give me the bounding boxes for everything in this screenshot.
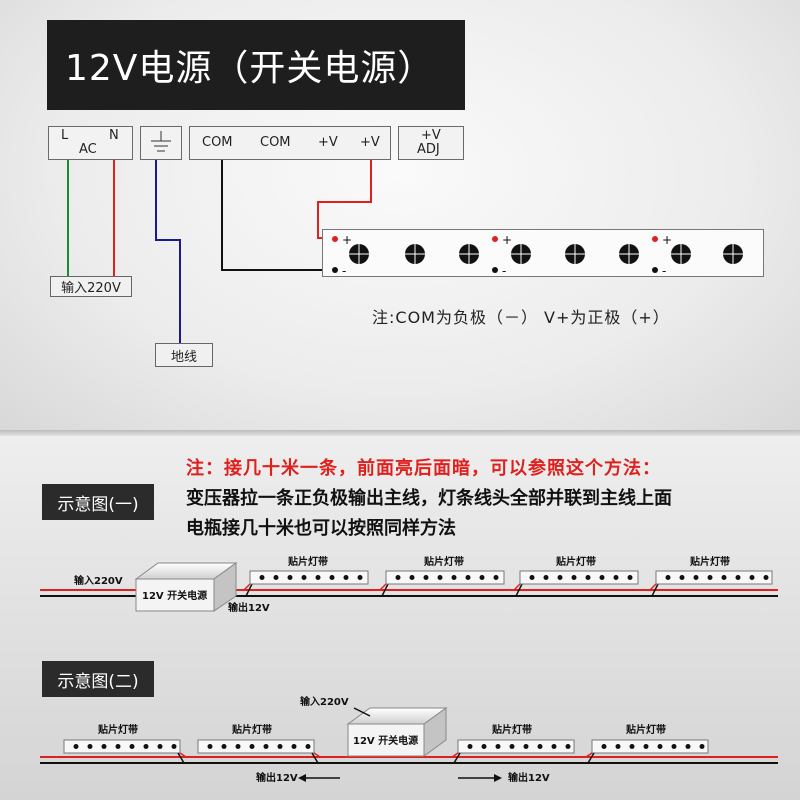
scheme2-output-left-label: 输出12V (256, 771, 298, 784)
scheme2-strip-4: 贴片灯带 (585, 723, 709, 764)
scheme1-psu: 12V 开关电源 (134, 562, 238, 612)
com-label-2: COM (260, 135, 291, 150)
led-strip-graphic: + - + - + - (332, 233, 743, 278)
minus-sign-2: - (502, 264, 506, 278)
scheme2-input-wire (353, 707, 371, 717)
led-chips (349, 244, 743, 264)
scheme1-strip-4: 贴片灯带 (649, 555, 773, 597)
scheme1-output-label: 输出12V (228, 601, 270, 614)
scheme1-strip-3: 贴片灯带 (513, 555, 639, 597)
ac-label: AC (79, 142, 97, 157)
strip-pads (332, 236, 658, 273)
scheme2-strip-label-2: 贴片灯带 (231, 723, 272, 736)
scheme1-strip-label-1: 贴片灯带 (287, 555, 328, 568)
scheme-1-label: 示意图(一) (42, 484, 154, 520)
scheme2-psu: 12V 开关电源 (346, 707, 448, 757)
plus-sign-1: + (342, 233, 352, 247)
right-arrow-icon (458, 774, 502, 782)
left-arrow-icon (298, 774, 340, 782)
scheme2-strip-label-1: 贴片灯带 (97, 723, 138, 736)
adj-v-label: +V (421, 128, 441, 143)
adj-label: ADJ (417, 142, 440, 157)
method-note-1: 变压器拉一条正负极输出主线，灯条线头全部并联到主线上面 (186, 488, 672, 509)
scheme1-strip-label-3: 贴片灯带 (555, 555, 596, 568)
scheme2-input-label: 输入220V (300, 695, 349, 708)
scheme1-strip-2: 贴片灯带 (379, 555, 505, 597)
scheme2-strip-1: 贴片灯带 (63, 723, 187, 764)
minus-sign-3: - (662, 264, 666, 278)
top-wiring-diagram (67, 160, 372, 345)
ground-terminal (140, 126, 182, 160)
ground-icon (151, 131, 171, 152)
scheme1-strip-1: 贴片灯带 (243, 555, 369, 597)
scheme1-psu-label: 12V 开关电源 (142, 589, 207, 602)
plus-v-label-2: +V (360, 135, 380, 150)
plus-sign-3: + (662, 233, 672, 247)
scheme-2-diagram: 12V 开关电源 输入220V 输出12V 输出12V 贴片灯带 贴片灯带 (40, 695, 778, 784)
l-label: L (61, 128, 69, 143)
scheme2-strip-3: 贴片灯带 (451, 723, 575, 764)
com-label-1: COM (202, 135, 233, 150)
scheme1-strip-label-4: 贴片灯带 (689, 555, 730, 568)
n-label: N (109, 128, 119, 143)
scheme2-strip-label-3: 贴片灯带 (491, 723, 532, 736)
scheme1-input-label: 输入220V (74, 574, 123, 587)
adj-terminal: +V ADJ (398, 126, 464, 160)
scheme2-output-right-label: 输出12V (508, 771, 550, 784)
ground-wire (155, 160, 181, 345)
ac-terminal: L N AC (48, 126, 133, 160)
minus-sign-1: - (342, 264, 346, 278)
plus-sign-2: + (502, 233, 512, 247)
plus-v-label-1: +V (318, 135, 338, 150)
scheme2-strip-2: 贴片灯带 (197, 723, 321, 764)
polarity-note: 注:COM为负极（－） V+为正极（+） (372, 308, 670, 327)
scheme-1-diagram: 12V 开关电源 输入220V 输出12V 贴片灯带 贴片灯带 贴片灯带 (40, 555, 778, 614)
input-220v-label: 输入220V (50, 276, 132, 297)
scheme-2-label: 示意图(二) (42, 661, 154, 697)
scheme1-strip-label-2: 贴片灯带 (423, 555, 464, 568)
panel-divider (0, 430, 800, 436)
scheme2-strip-label-4: 贴片灯带 (625, 723, 666, 736)
power-supply-title: 12V电源（开关电源） (47, 20, 465, 110)
led-strip: + - + - + - (322, 229, 764, 278)
scheme2-psu-label: 12V 开关电源 (353, 734, 418, 747)
warning-note: 注：接几十米一条，前面亮后面暗，可以参照这个方法： (186, 458, 661, 479)
ground-wire-label: 地线 (155, 343, 213, 367)
method-note-2: 电瓶接几十米也可以按照同样方法 (186, 518, 456, 539)
com-wire (221, 160, 330, 271)
output-terminal-block: COM COM +V +V (189, 126, 391, 160)
